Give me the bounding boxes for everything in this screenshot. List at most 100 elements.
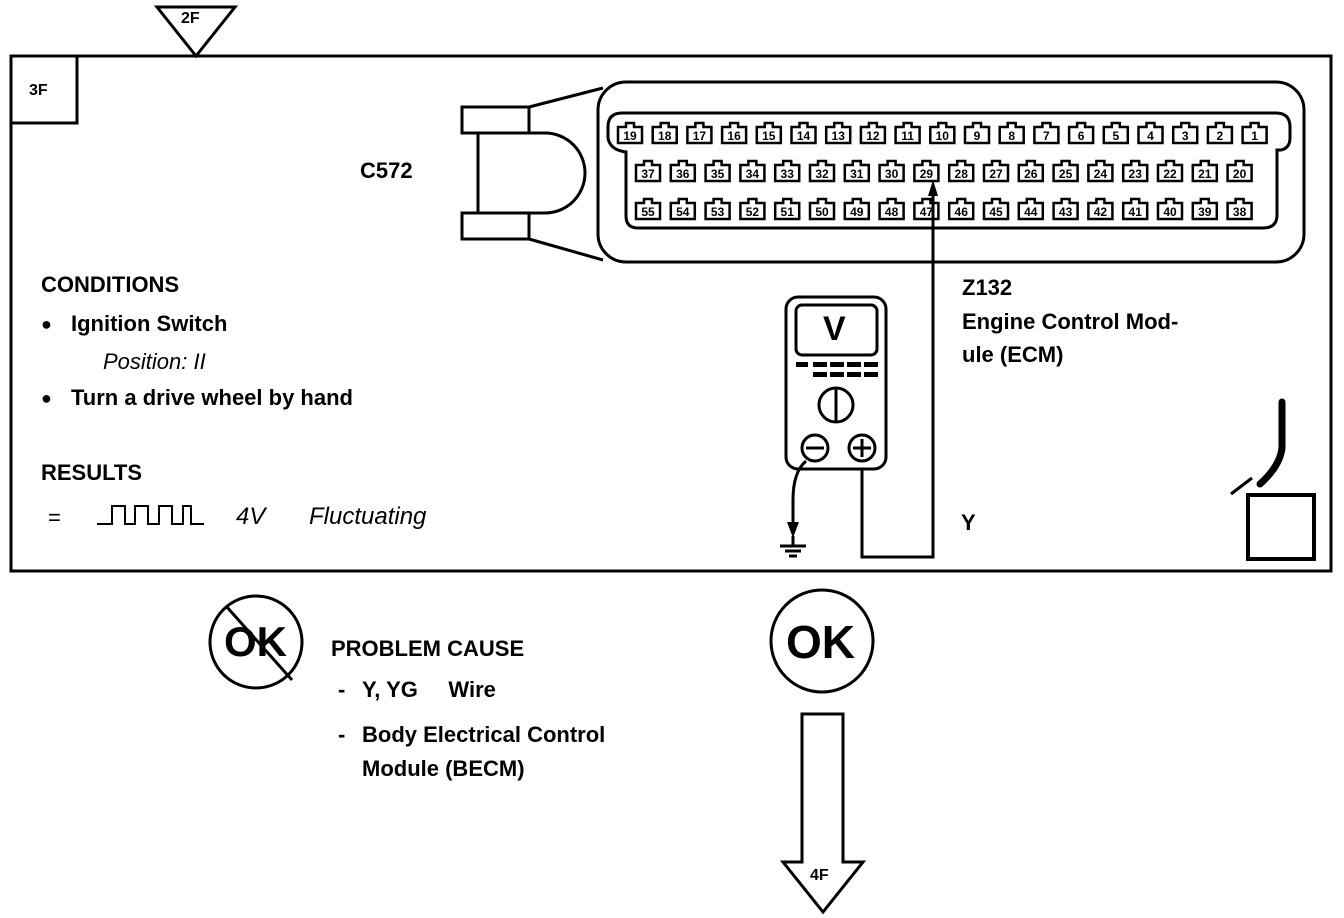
connector-pin-26: 26 [1017, 159, 1045, 183]
connector-pin-label: 38 [1233, 205, 1247, 219]
connector-pin-label: 16 [727, 129, 741, 143]
not-ok-badge-icon [208, 594, 304, 690]
results-heading: RESULTS [41, 460, 143, 485]
connector-pin-label: 24 [1094, 167, 1108, 181]
problem-cause-item-2-cont: Module (BECM) [362, 756, 525, 781]
connector-pin-7: 7 [1033, 121, 1060, 145]
multimeter-icon [784, 295, 888, 471]
connector-pin-label: 51 [781, 205, 795, 219]
connector-pin-label: 21 [1198, 167, 1212, 181]
connector-pin-label: 28 [955, 167, 969, 181]
connector-pin-13: 13 [824, 121, 852, 145]
connector-pin-label: 27 [989, 167, 1003, 181]
not-ok-badge-text: OK [224, 618, 287, 665]
connector-pin-label: 34 [746, 167, 760, 181]
connector-pin-label: 2 [1217, 129, 1224, 143]
connector-pin-label: 32 [815, 167, 829, 181]
connector-pin-52: 52 [739, 197, 766, 221]
connector-pin-label: 44 [1024, 205, 1038, 219]
connector-pin-28: 28 [947, 159, 975, 183]
connector-pin-label: 14 [797, 129, 811, 143]
connector-pin-32: 32 [808, 159, 836, 183]
connector-pin-37: 37 [634, 159, 662, 183]
connector-pin-label: 46 [955, 205, 969, 219]
connector-pin-label: 19 [623, 129, 637, 143]
connector-pin-label: 54 [676, 205, 690, 219]
connector-pin-23: 23 [1121, 159, 1149, 183]
connector-pin-36: 36 [669, 159, 697, 183]
wire-color-label: Y [961, 510, 976, 535]
connector-pin-label: 43 [1059, 205, 1073, 219]
connector-pin-label: 5 [1112, 129, 1119, 143]
connector-pin-label: 26 [1024, 167, 1038, 181]
probe-wire-positive [860, 186, 935, 559]
results-description: Fluctuating [309, 503, 427, 530]
connector-pin-22: 22 [1156, 159, 1184, 183]
condition-bullet-2: ● [41, 388, 52, 408]
step-id-label: 3F [29, 82, 48, 99]
condition-bullet-1: ● [41, 314, 52, 334]
connector-pin-label: 29 [920, 167, 934, 181]
connector-pin-8: 8 [998, 121, 1025, 145]
connector-pin-label: 15 [762, 129, 776, 143]
connector-pin-18: 18 [651, 121, 678, 145]
meter-mode-label: V [823, 310, 846, 348]
module-id: Z132 [962, 275, 1013, 300]
connector-pin-label: 53 [711, 205, 725, 219]
connector-pin-54: 54 [669, 197, 697, 221]
module-name-line2: ule (ECM) [962, 342, 1064, 367]
entry-ref-triangle[interactable] [153, 5, 239, 59]
connector-pin-27: 27 [982, 159, 1010, 183]
ok-next-step-label[interactable]: 4F [810, 867, 829, 884]
connector-pin-9: 9 [963, 121, 991, 145]
problem-cause-dash-2: - [338, 722, 346, 747]
connector-pin-label: 48 [885, 205, 899, 219]
connector-pin-51: 51 [773, 197, 801, 221]
connector-pin-33: 33 [773, 159, 801, 183]
connector-pin-label: 39 [1198, 205, 1212, 219]
connector-pin-label: 6 [1078, 129, 1085, 143]
connector-pin-label: 31 [850, 167, 864, 181]
connector-pin-53: 53 [704, 197, 731, 221]
connector-pin-3: 3 [1171, 121, 1199, 145]
connector-pin-55: 55 [634, 197, 662, 221]
connector-pin-label: 1 [1251, 129, 1258, 143]
connector-pin-label: 55 [641, 205, 655, 219]
ok-badge-icon [769, 588, 875, 694]
connector-pin-label: 17 [693, 129, 707, 143]
square-wave-icon [97, 505, 204, 525]
entry-ref-label[interactable]: 2F [181, 10, 200, 27]
step-id-box [9, 54, 79, 125]
condition-text-2: Turn a drive wheel by hand [71, 385, 353, 410]
connector-pin-24: 24 [1087, 159, 1114, 183]
ok-next-step-arrow[interactable] [779, 712, 867, 915]
connector-pin-label: 25 [1059, 167, 1073, 181]
connector-pin-21: 21 [1191, 159, 1219, 183]
connector-pin-label: 52 [746, 205, 760, 219]
module-name-line1: Engine Control Mod- [962, 309, 1179, 334]
connector-pin-label: 22 [1163, 167, 1177, 181]
connector-pin-label: 8 [1008, 129, 1015, 143]
connector-pin-label: 7 [1043, 129, 1050, 143]
connector-pin-14: 14 [790, 121, 817, 145]
connector-pin-40: 40 [1156, 197, 1184, 221]
connector-pin-4: 4 [1137, 121, 1164, 145]
connector-pin-label: 10 [936, 129, 950, 143]
connector-pin-2: 2 [1206, 121, 1234, 145]
connector-pin-label: 11 [901, 129, 914, 143]
connector-pin-38: 38 [1226, 197, 1253, 221]
connector-pin-label: 23 [1129, 167, 1143, 181]
connector-pin-16: 16 [720, 121, 748, 145]
connector-pin-label: 45 [989, 205, 1003, 219]
ground-lead [780, 459, 808, 558]
connector-pin-19: 19 [616, 121, 644, 145]
condition-sub-1: Position: II [103, 349, 206, 374]
connector-pin-label: 33 [781, 167, 795, 181]
test-step-frame [9, 54, 1333, 573]
connector-pin-label: 30 [885, 167, 899, 181]
connector-pin-42: 42 [1087, 197, 1114, 221]
connector-pin-label: 35 [711, 167, 725, 181]
problem-cause-item-2: Body Electrical Control [362, 722, 606, 747]
connector-pin-label: 18 [658, 129, 672, 143]
